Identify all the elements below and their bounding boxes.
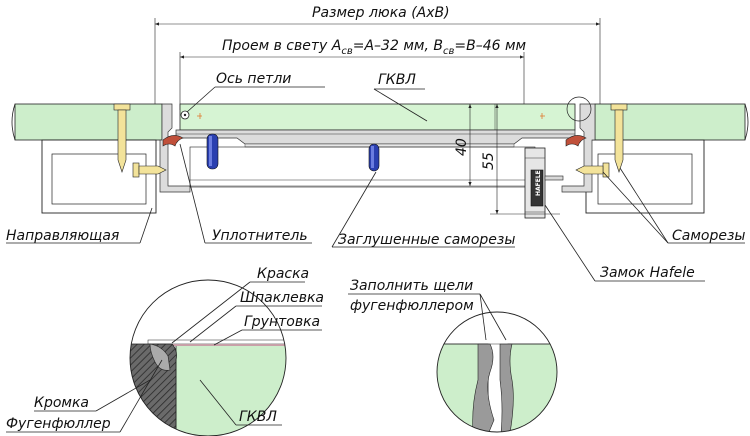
- dimension-55-label: 55: [481, 152, 497, 170]
- hidden-screws-label: Заглушенные саморезы: [338, 232, 515, 248]
- hidden-screws-callout: Заглушенные саморезы: [331, 171, 515, 248]
- screw-horizontal-right: [575, 162, 610, 178]
- hafele-lock: HAFELE: [524, 147, 564, 219]
- screw-vertical-left: [113, 103, 131, 173]
- screw-horizontal-left: [132, 162, 167, 178]
- guide-callout: Направляющая: [6, 207, 153, 244]
- hinge-axis-label: Ось петли: [216, 71, 291, 87]
- seal-left: [162, 135, 184, 147]
- gap-fill-detail: Заполнить щели фугенфюллером: [348, 278, 558, 433]
- lock-callout: Замок Hafele: [544, 204, 705, 282]
- hatch-size-dimension: Размер люка (АхВ): [154, 5, 601, 105]
- edge-label: Кромка: [34, 395, 89, 411]
- screw-vertical-right: [610, 103, 628, 173]
- dimension-40: 40: [454, 104, 472, 186]
- lock-brand-label: HAFELE: [535, 170, 542, 196]
- seal-callout: Уплотнитель: [179, 143, 312, 244]
- edge-detail: Краска Шпаклевка Грунтовка Кромка Фугенф…: [6, 266, 324, 436]
- screws-callout: Саморезы: [602, 167, 745, 244]
- screws-label: Саморезы: [672, 228, 745, 244]
- hinge-axis: Ось петли: [180, 71, 325, 120]
- lock-label: Замок Hafele: [600, 265, 695, 281]
- gkvl-top-label: ГКВЛ: [378, 72, 416, 88]
- dimension-55: 55: [481, 104, 560, 215]
- hatch-door-panel: [175, 103, 576, 188]
- seal-label: Уплотнитель: [212, 228, 308, 244]
- detail-circle-marker: [566, 96, 592, 122]
- hidden-screw-right: [368, 143, 380, 172]
- clear-opening-label: Проем в свету Асв=А–32 мм, Всв=В–46 мм: [222, 38, 527, 57]
- fill-gaps-label-line1: Заполнить щели: [350, 278, 473, 294]
- paint-label: Краска: [257, 266, 309, 282]
- seal-right: [565, 135, 587, 147]
- primer-label: Грунтовка: [244, 314, 320, 330]
- hatch-size-label: Размер люка (АхВ): [312, 5, 450, 21]
- ceiling-board-left: [11, 103, 163, 141]
- fill-gaps-label-line2: фугенфюллером: [350, 298, 474, 314]
- hidden-screw-left: [206, 133, 219, 170]
- guide-label: Направляющая: [6, 228, 119, 244]
- clear-opening-dimension: Проем в свету Асв=А–32 мм, Всв=В–46 мм: [179, 38, 527, 110]
- gkvl-bottom-label: ГКВЛ: [239, 409, 277, 425]
- dimension-40-label: 40: [454, 138, 470, 156]
- putty-label: Шпаклевка: [240, 290, 324, 306]
- fugenfuller-label: Фугенфюллер: [6, 416, 111, 432]
- gkvl-top-callout: ГКВЛ: [373, 72, 428, 122]
